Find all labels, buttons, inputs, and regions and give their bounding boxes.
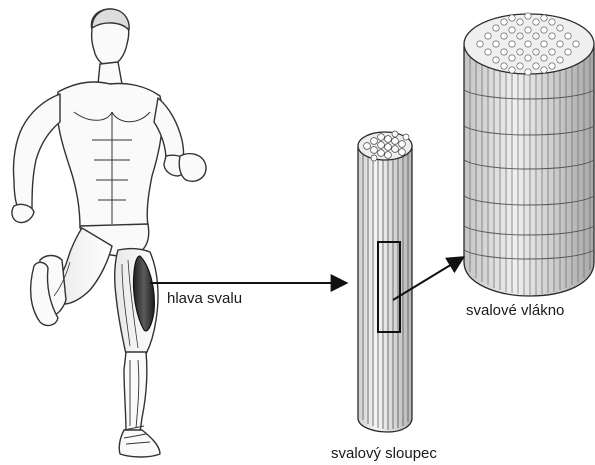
- label-muscle-fiber: svalové vlákno: [466, 303, 564, 318]
- muscle-fiber-cylinder-icon: [464, 13, 594, 296]
- fiber-body: [464, 46, 594, 296]
- label-muscle-column: svalový sloupec: [331, 446, 437, 461]
- figure-torso: [57, 82, 163, 228]
- figure-front-shin: [124, 352, 147, 432]
- figure-left-arm: [13, 94, 60, 212]
- muscle-column-cylinder-icon: [358, 131, 412, 432]
- figure-front-foot: [119, 430, 160, 457]
- column-body: [358, 146, 412, 432]
- figure-left-hand: [12, 204, 34, 222]
- running-man-anatomy-icon: [12, 9, 206, 457]
- label-muscle-head: hlava svalu: [167, 291, 242, 306]
- figure-neck: [98, 62, 122, 84]
- figure-right-fist: [179, 154, 206, 182]
